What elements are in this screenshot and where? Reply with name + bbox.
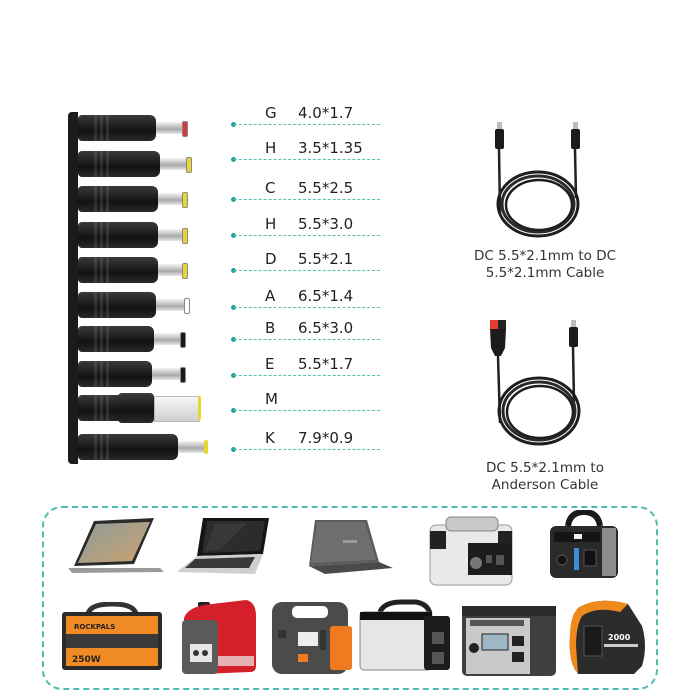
dashed-leader-line xyxy=(234,199,380,200)
dashed-leader-line xyxy=(234,375,380,376)
bullet-dot-icon xyxy=(231,197,236,202)
bullet-dot-icon xyxy=(231,122,236,127)
tip-letter: H xyxy=(265,139,277,157)
compatible-devices-panel xyxy=(42,506,658,690)
silver-power-bank-image xyxy=(358,598,452,674)
dashed-leader-line xyxy=(234,449,380,450)
svg-text:2000: 2000 xyxy=(608,633,631,642)
tip-size: 3.5*1.35 xyxy=(298,139,363,157)
connector-tip-m xyxy=(78,393,218,423)
caption-line: Anderson Cable xyxy=(491,477,599,493)
spec-row-h: H 3.5*1.35 xyxy=(230,134,380,162)
tip-size: 5.5*1.7 xyxy=(298,355,354,373)
tip-size: 6.5*3.0 xyxy=(298,319,354,337)
svg-text:250W: 250W xyxy=(72,655,101,665)
bullet-dot-icon xyxy=(231,373,236,378)
gray-laptop-image xyxy=(295,516,395,578)
bullet-dot-icon xyxy=(231,337,236,342)
connector-tip-h xyxy=(78,149,218,179)
connector-tip-c xyxy=(78,184,218,214)
dc-to-dc-cable-image xyxy=(480,118,600,243)
connector-tip-k xyxy=(78,432,218,462)
dashed-leader-line xyxy=(234,339,380,340)
dashed-leader-line xyxy=(234,159,380,160)
tip-letter: C xyxy=(265,179,276,197)
gray-orange-power-station-image xyxy=(268,596,354,678)
tip-letter: E xyxy=(265,355,275,373)
dashed-leader-line xyxy=(234,307,380,308)
tip-letter: G xyxy=(265,104,277,122)
tip-letter: B xyxy=(265,319,276,337)
spec-row-m: M xyxy=(230,385,380,413)
bullet-dot-icon xyxy=(231,233,236,238)
spec-row-d: D 5.5*2.1 xyxy=(230,245,380,273)
bullet-dot-icon xyxy=(231,157,236,162)
bullet-dot-icon xyxy=(231,447,236,452)
lcd-power-station-image xyxy=(460,600,558,678)
tip-size: 5.5*2.5 xyxy=(298,179,354,197)
silver-power-station-image xyxy=(428,513,516,591)
connector-tip-b xyxy=(78,324,218,354)
tip-size: 6.5*1.4 xyxy=(298,287,354,305)
dashed-leader-line xyxy=(234,270,380,271)
tip-letter: H xyxy=(265,215,277,233)
caption-line: DC 5.5*2.1mm to xyxy=(486,460,604,476)
dc-to-dc-cable-caption: DC 5.5*2.1mm to DC 5.5*2.1mm Cable xyxy=(460,248,630,282)
caption-line: 5.5*2.1mm Cable xyxy=(485,265,605,281)
connector-tip-a xyxy=(78,290,218,320)
tip-letter: A xyxy=(265,287,276,305)
spec-row-b: B 6.5*3.0 xyxy=(230,314,380,342)
bullet-dot-icon xyxy=(231,305,236,310)
tip-holder-strip xyxy=(68,112,78,464)
dc-to-anderson-cable-caption: DC 5.5*2.1mm to Anderson Cable xyxy=(460,460,630,494)
tip-size: 5.5*3.0 xyxy=(298,215,354,233)
svg-text:ROCKPALS: ROCKPALS xyxy=(74,623,115,631)
orange-power-station-250w-image: ROCKPALS 250W xyxy=(60,601,164,672)
tip-letter: M xyxy=(265,390,278,408)
spec-row-c: C 5.5*2.5 xyxy=(230,174,380,202)
spec-row-a: A 6.5*1.4 xyxy=(230,282,380,310)
dashed-leader-line xyxy=(234,410,380,411)
dc-to-anderson-cable-image xyxy=(482,318,602,448)
tip-size: 7.9*0.9 xyxy=(298,429,354,447)
tip-letter: D xyxy=(265,250,277,268)
dashed-leader-line xyxy=(234,235,380,236)
tip-size: 5.5*2.1 xyxy=(298,250,354,268)
red-generator-image xyxy=(172,596,260,678)
spec-row-e: E 5.5*1.7 xyxy=(230,350,380,378)
tip-letter: K xyxy=(265,429,275,447)
connector-tip-g xyxy=(78,113,218,143)
orange-inverter-generator-image: 2000 xyxy=(562,596,650,678)
convertible-laptop-image xyxy=(64,516,164,578)
black-power-station-image xyxy=(548,508,620,580)
bullet-dot-icon xyxy=(231,408,236,413)
caption-line: DC 5.5*2.1mm to DC xyxy=(473,248,617,264)
connector-tip-d xyxy=(78,255,218,285)
bullet-dot-icon xyxy=(231,268,236,273)
spec-row-h: H 5.5*3.0 xyxy=(230,210,380,238)
dashed-leader-line xyxy=(234,124,380,125)
connector-tip-h xyxy=(78,220,218,250)
spec-row-k: K 7.9*0.9 xyxy=(230,424,380,452)
spec-row-g: G 4.0*1.7 xyxy=(230,99,380,127)
silver-laptop-image xyxy=(175,516,271,578)
connector-tip-e xyxy=(78,359,218,389)
tip-size: 4.0*1.7 xyxy=(298,104,354,122)
